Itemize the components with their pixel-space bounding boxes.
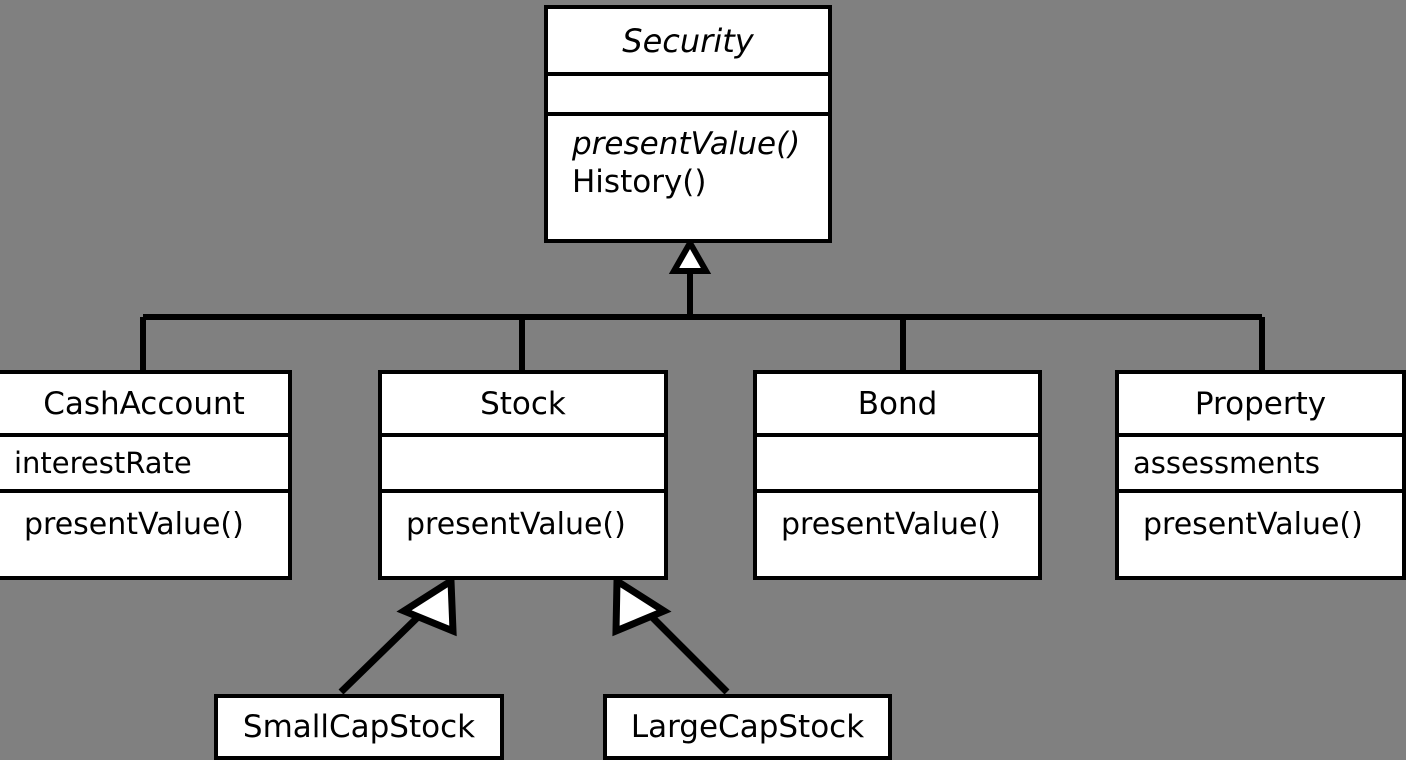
attributes-compartment-security <box>548 72 828 112</box>
generalization-smallcapstock-to-stock <box>338 574 457 695</box>
generalization-tree-to-security <box>140 263 1265 372</box>
operations-compartment-security: presentValue() History() <box>548 112 828 239</box>
class-box-largecapstock[interactable]: LargeCapStock <box>603 694 892 760</box>
class-name-property: Property <box>1194 385 1327 422</box>
attributes-compartment-stock <box>382 433 664 489</box>
class-box-property[interactable]: Property assessments presentValue() <box>1115 370 1406 580</box>
class-box-security[interactable]: Security presentValue() History() <box>544 5 832 243</box>
class-name-cashaccount: CashAccount <box>43 385 245 422</box>
operation-presentvalue: presentValue() <box>781 507 1001 542</box>
attribute-interestrate: interestRate <box>14 446 192 480</box>
attributes-compartment-property: assessments <box>1119 433 1402 489</box>
class-box-cashaccount[interactable]: CashAccount interestRate presentValue() <box>0 370 292 580</box>
operation-presentvalue: presentValue() <box>406 507 626 542</box>
operation-presentvalue: presentValue() <box>24 507 244 542</box>
operations-compartment-bond: presentValue() <box>757 489 1038 576</box>
edge-smallcapstock <box>338 612 423 695</box>
class-box-smallcapstock[interactable]: SmallCapStock <box>214 694 504 760</box>
class-name-largecapstock: LargeCapStock <box>630 709 865 745</box>
class-name-bond: Bond <box>857 385 938 422</box>
inheritance-triangle-smallcapstock <box>396 574 457 637</box>
operation-history: History() <box>572 163 707 200</box>
attributes-compartment-bond <box>757 433 1038 489</box>
operations-compartment-cashaccount: presentValue() <box>0 489 288 576</box>
operations-compartment-stock: presentValue() <box>382 489 664 576</box>
inheritance-triangle-largecapstock <box>612 574 672 637</box>
class-name-stock: Stock <box>480 385 566 422</box>
inheritance-triangle-security <box>668 236 712 274</box>
attributes-compartment-cashaccount: interestRate <box>0 433 288 489</box>
generalization-largecapstock-to-stock <box>612 574 730 695</box>
class-name-smallcapstock: SmallCapStock <box>242 709 476 745</box>
operations-compartment-property: presentValue() <box>1119 489 1402 576</box>
class-box-stock[interactable]: Stock presentValue() <box>378 370 668 580</box>
attribute-assessments: assessments <box>1133 446 1320 480</box>
operation-presentvalue: presentValue() <box>572 126 801 162</box>
edge-largecapstock <box>647 612 730 695</box>
operation-presentvalue: presentValue() <box>1143 507 1363 542</box>
class-name-security: Security <box>622 21 754 60</box>
class-box-bond[interactable]: Bond presentValue() <box>753 370 1042 580</box>
